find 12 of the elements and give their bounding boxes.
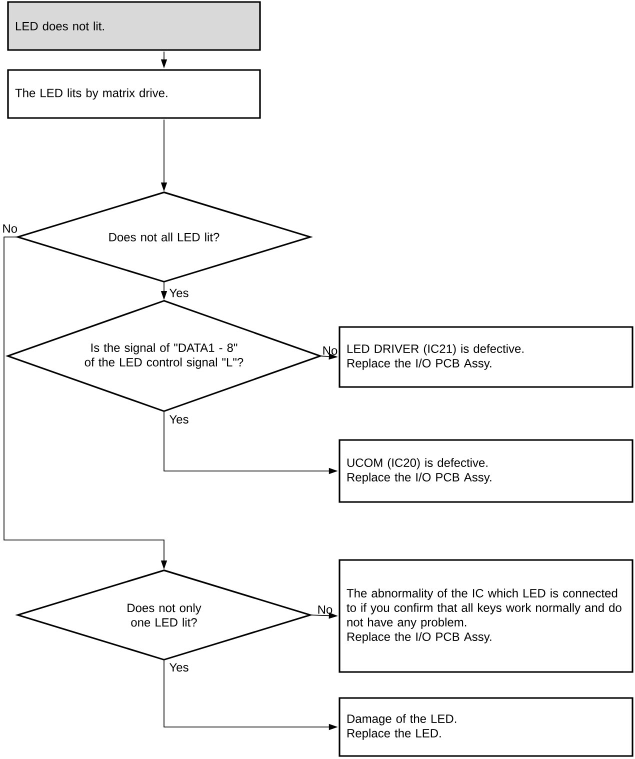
start-box: LED does not lit.: [7, 1, 261, 51]
process-box: LED DRIVER (IC21) is defective. Replace the I/O PCB Assy.: [338, 326, 634, 388]
process-box: Damage of the LED. Replace the LED.: [338, 697, 634, 757]
process-box: The abnormality of the IC which LED is connected to if you confirm that all keys work normally and do not have any problem. Replace the I/O PCB Assy.: [338, 559, 634, 673]
edge-label: No: [323, 346, 338, 355]
edge-label: No: [3, 224, 18, 233]
process-box: UCOM (IC20) is defective. Replace the I/O PCB Assy.: [338, 439, 634, 503]
edge-label: No: [318, 605, 332, 614]
edge-label: Yes: [169, 663, 188, 672]
edge-label: Yes: [169, 415, 188, 424]
process-box: The LED lits by matrix drive.: [7, 69, 261, 119]
edge-label: Yes: [169, 288, 188, 298]
